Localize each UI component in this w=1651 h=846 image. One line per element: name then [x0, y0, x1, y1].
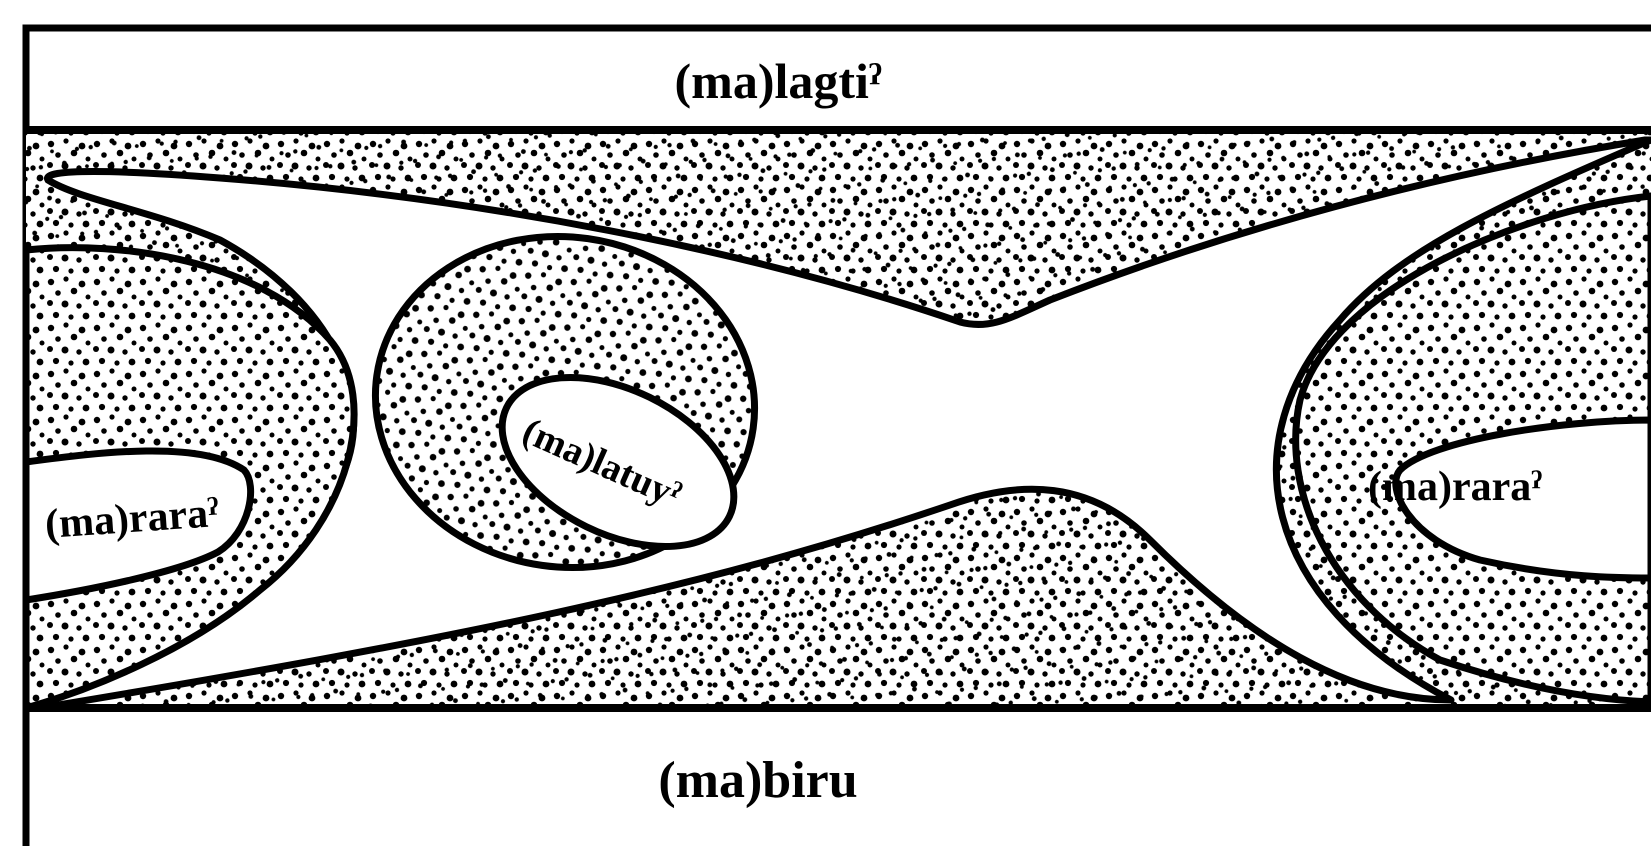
bottom-region-label: (ma)biru	[658, 752, 857, 809]
top-region-label: (ma)lagtiˀ	[675, 53, 882, 109]
stippled-band	[26, 130, 1651, 708]
right-inner-label: (ma)raraˀ	[1368, 464, 1542, 510]
